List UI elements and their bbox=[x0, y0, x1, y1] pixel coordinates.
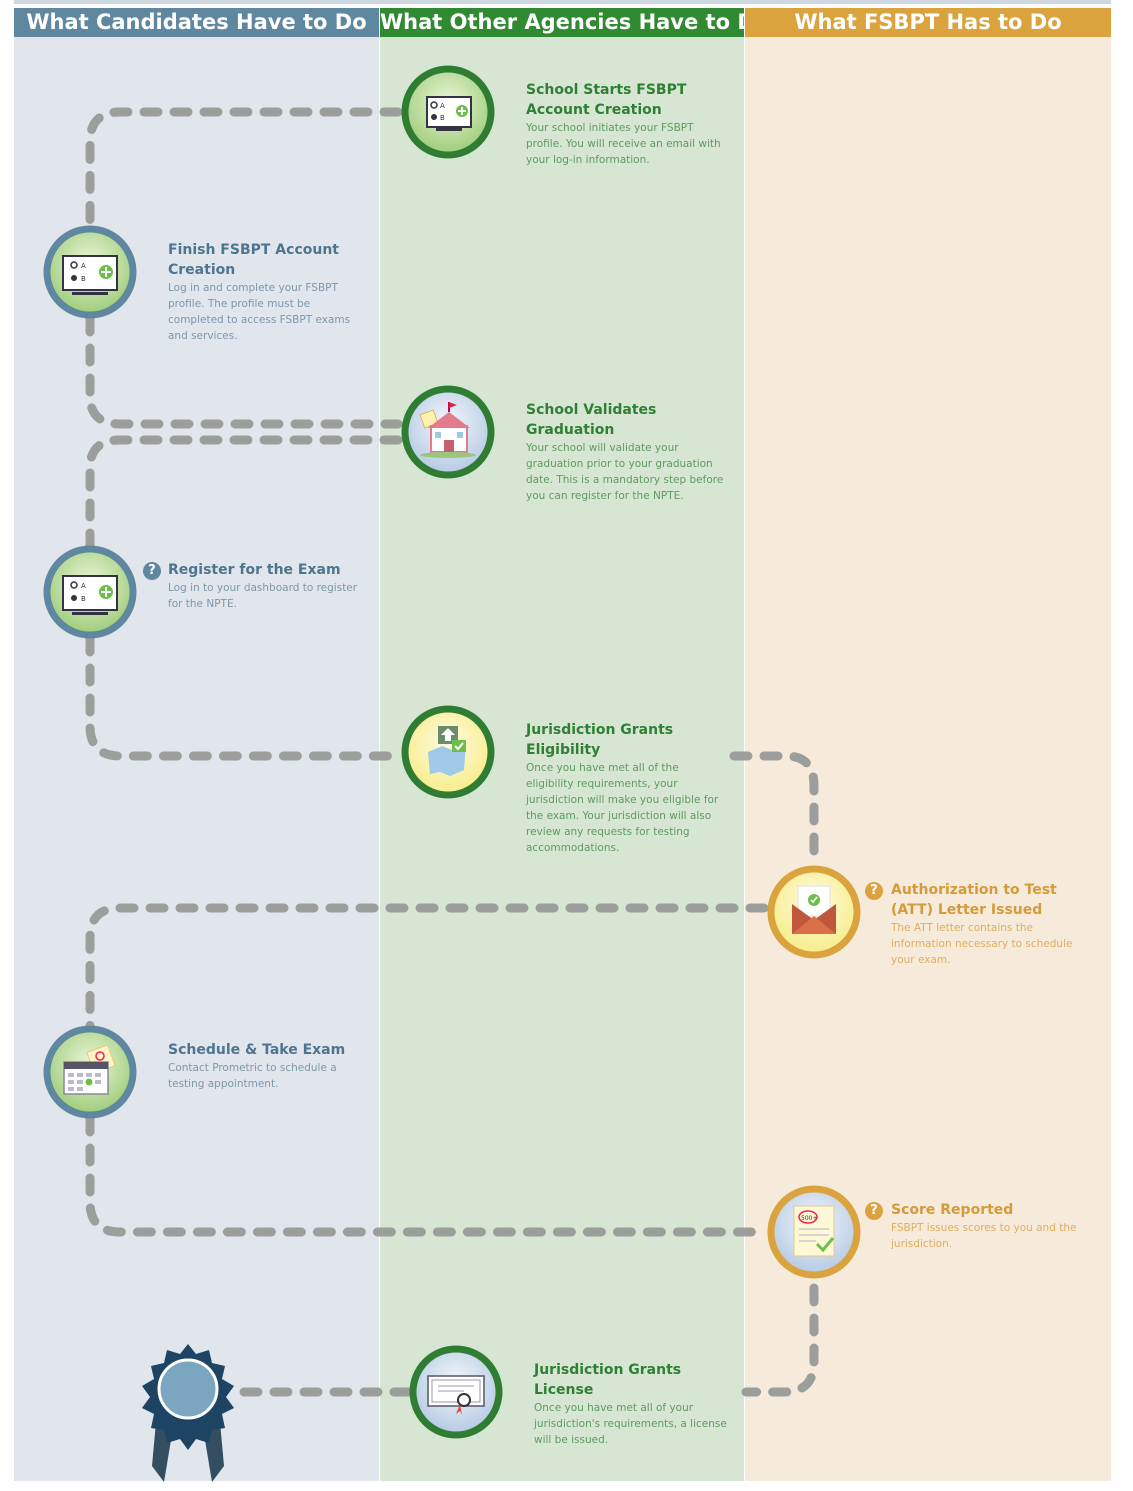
step-title: Authorization to Test (ATT) Letter Issue… bbox=[891, 880, 1096, 920]
connector-8 bbox=[746, 1288, 814, 1392]
register-help-icon[interactable]: ? bbox=[143, 562, 161, 580]
school-validates-node bbox=[400, 384, 496, 480]
svg-text:500+: 500+ bbox=[801, 1215, 817, 1222]
step-school-validates: School Validates Graduation Your school … bbox=[526, 400, 726, 504]
step-title: Jurisdiction Grants Eligibility bbox=[526, 720, 726, 760]
computer-screen-icon: A B bbox=[63, 256, 117, 295]
step-title: Score Reported bbox=[891, 1200, 1091, 1220]
step-att-letter: Authorization to Test (ATT) Letter Issue… bbox=[891, 880, 1096, 968]
connector-6 bbox=[90, 908, 764, 1026]
school-starts-node: A B bbox=[400, 64, 496, 160]
step-title: Jurisdiction Grants License bbox=[534, 1360, 729, 1400]
att-letter-node bbox=[766, 864, 862, 960]
score-reported-node: 500+ bbox=[766, 1184, 862, 1280]
step-description: The ATT letter contains the information … bbox=[891, 920, 1096, 968]
step-description: FSBPT issues scores to you and the juris… bbox=[891, 1220, 1091, 1252]
score-sheet-icon: 500+ bbox=[794, 1206, 834, 1256]
step-description: Your school will validate your graduatio… bbox=[526, 440, 726, 504]
computer-screen-icon: A B bbox=[427, 97, 471, 131]
step-schedule-exam: Schedule & Take Exam Contact Prometric t… bbox=[168, 1040, 373, 1092]
step-title: Register for the Exam bbox=[168, 560, 373, 580]
step-title: Schedule & Take Exam bbox=[168, 1040, 373, 1060]
register-node: A B bbox=[42, 544, 138, 640]
step-description: Once you have met all of your jurisdicti… bbox=[534, 1400, 729, 1448]
step-jurisdiction-license: Jurisdiction Grants License Once you hav… bbox=[534, 1360, 729, 1448]
step-title: School Validates Graduation bbox=[526, 400, 726, 440]
score-help-icon[interactable]: ? bbox=[865, 1202, 883, 1220]
step-register: Register for the Exam Log in to your das… bbox=[168, 560, 373, 612]
svg-text:B: B bbox=[81, 275, 86, 283]
finish-account-node: A B bbox=[42, 224, 138, 320]
step-description: Your school initiates your FSBPT profile… bbox=[526, 120, 726, 168]
svg-text:A: A bbox=[81, 582, 86, 590]
step-school-starts: School Starts FSBPT Account Creation You… bbox=[526, 80, 726, 168]
envelope-icon bbox=[792, 886, 836, 934]
step-description: Log in to your dashboard to register for… bbox=[168, 580, 373, 612]
schedule-exam-node bbox=[42, 1024, 138, 1120]
connector-7 bbox=[90, 1118, 766, 1232]
jurisdiction-eligibility-node bbox=[400, 704, 496, 800]
jurisdiction-license-node bbox=[408, 1344, 504, 1440]
att-help-icon[interactable]: ? bbox=[865, 882, 883, 900]
computer-screen-icon: A B bbox=[63, 576, 117, 615]
svg-text:A: A bbox=[440, 102, 445, 110]
award-ribbon-icon bbox=[138, 1342, 238, 1482]
step-score-reported: Score Reported FSBPT issues scores to yo… bbox=[891, 1200, 1091, 1252]
connector-3 bbox=[90, 440, 398, 546]
step-title: Finish FSBPT Account Creation bbox=[168, 240, 368, 280]
svg-text:B: B bbox=[440, 114, 445, 122]
step-description: Log in and complete your FSBPT profile. … bbox=[168, 280, 368, 344]
connector-1 bbox=[90, 112, 398, 226]
step-description: Contact Prometric to schedule a testing … bbox=[168, 1060, 373, 1092]
connector-4 bbox=[90, 638, 398, 756]
step-finish-account: Finish FSBPT Account Creation Log in and… bbox=[168, 240, 368, 344]
svg-text:B: B bbox=[81, 595, 86, 603]
step-title: School Starts FSBPT Account Creation bbox=[526, 80, 726, 120]
step-description: Once you have met all of the eligibility… bbox=[526, 760, 726, 856]
svg-text:A: A bbox=[81, 262, 86, 270]
connector-5 bbox=[734, 756, 814, 864]
step-jurisdiction-eligibility: Jurisdiction Grants Eligibility Once you… bbox=[526, 720, 726, 856]
